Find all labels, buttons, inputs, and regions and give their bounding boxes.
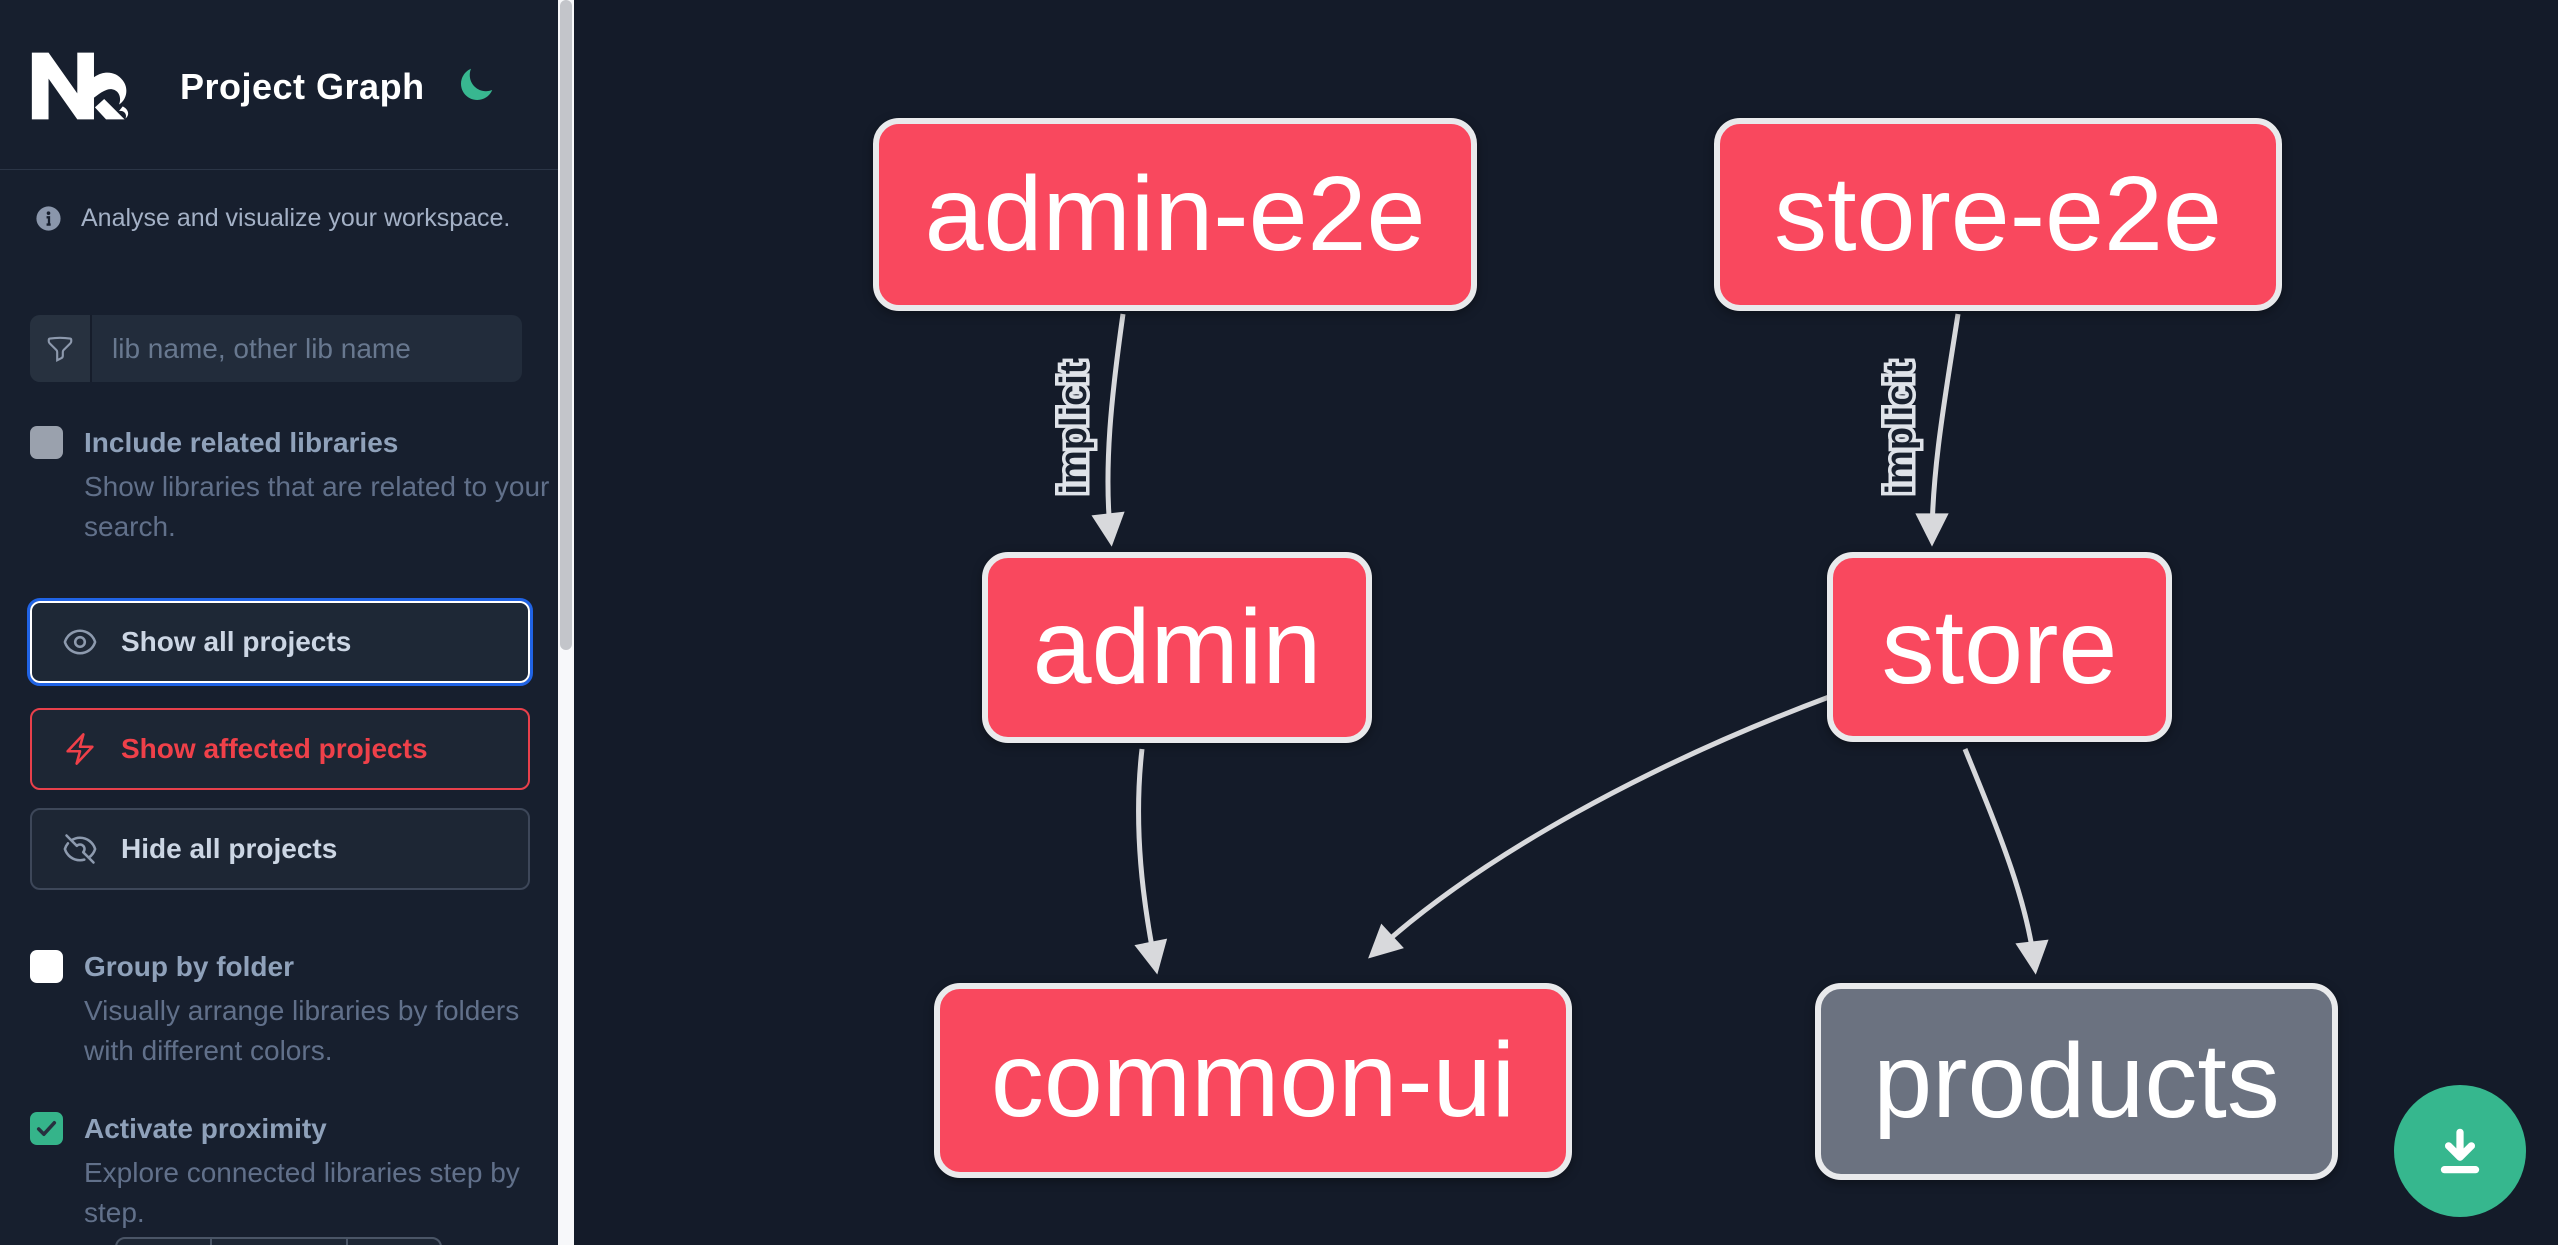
info-icon <box>36 206 61 231</box>
edge-admin-e2e-to-admin[interactable] <box>1091 313 1126 547</box>
proximity-decrement-button[interactable] <box>117 1239 212 1245</box>
theme-toggle-button[interactable] <box>448 58 504 114</box>
sidebar-scrollbar[interactable] <box>558 0 574 1245</box>
button-label: Hide all projects <box>121 833 338 864</box>
sidebar-header: Project Graph <box>0 0 558 170</box>
edge-store-to-products[interactable] <box>1962 748 2049 975</box>
nx-logo <box>31 52 129 120</box>
edge-store-to-common-ui[interactable] <box>1368 694 1830 959</box>
node-label: admin <box>1032 588 1322 706</box>
bolt-icon <box>66 733 94 765</box>
scrollbar-thumb[interactable] <box>560 0 572 650</box>
show-all-projects-button[interactable]: Show all projects <box>27 598 533 686</box>
graph-node-admin[interactable]: admin <box>982 552 1372 743</box>
toggle-label: Activate proximity <box>84 1113 327 1144</box>
graph-node-products[interactable]: products <box>1815 983 2338 1180</box>
funnel-icon <box>47 336 73 362</box>
download-graph-button[interactable] <box>2394 1085 2526 1217</box>
node-label: store-e2e <box>1774 155 2222 273</box>
search-box <box>30 315 522 382</box>
node-label: store <box>1881 587 2118 706</box>
workspace-intro: Analyse and visualize your workspace. <box>34 204 510 233</box>
node-label: common-ui <box>990 1021 1516 1139</box>
node-label: products <box>1873 1022 2280 1140</box>
checkbox-group-by-folder[interactable] <box>30 950 63 983</box>
show-affected-projects-button[interactable]: Show affected projects <box>30 708 530 790</box>
proximity-stepper <box>115 1237 442 1245</box>
hide-all-projects-button[interactable]: Hide all projects <box>30 808 530 890</box>
toggle-activate-proximity: Activate proximity Explore connected lib… <box>30 1110 530 1233</box>
toggle-description: Show libraries that are related to your … <box>84 471 550 542</box>
proximity-increment-button[interactable] <box>348 1239 440 1245</box>
search-input[interactable] <box>92 315 522 382</box>
eye-icon <box>63 629 97 655</box>
graph-node-store-e2e[interactable]: store-e2e <box>1714 118 2282 311</box>
proximity-value <box>212 1239 348 1245</box>
page-title: Project Graph <box>180 66 425 107</box>
download-icon <box>2440 1128 2480 1174</box>
graph-edges: implicit implicit <box>1050 313 2049 975</box>
edge-store-e2e-to-store[interactable] <box>1915 313 1961 547</box>
graph-canvas[interactable]: implicit implicit admin-e2e store-e2e ad… <box>574 0 2558 1245</box>
toggle-label: Group by folder <box>84 951 294 982</box>
intro-text: Analyse and visualize your workspace. <box>81 204 511 232</box>
graph-node-common-ui[interactable]: common-ui <box>934 983 1572 1178</box>
toggle-include-related: Include related libraries Show libraries… <box>30 424 549 547</box>
edge-admin-to-common-ui[interactable] <box>1134 748 1168 975</box>
toggle-label: Include related libraries <box>84 427 399 458</box>
check-icon <box>36 1121 57 1136</box>
toggle-description: Visually arrange libraries by folders wi… <box>84 995 520 1066</box>
checkbox-activate-proximity[interactable] <box>30 1112 63 1145</box>
node-label: admin-e2e <box>924 155 1426 273</box>
button-label: Show all projects <box>121 626 352 657</box>
button-label: Show affected projects <box>121 733 428 764</box>
graph-node-admin-e2e[interactable]: admin-e2e <box>873 118 1477 311</box>
graph-node-store[interactable]: store <box>1827 552 2172 742</box>
filter-icon-cell <box>30 315 92 382</box>
checkbox-include-related[interactable] <box>30 426 63 459</box>
sidebar: Project Graph Analyse and visualize your… <box>0 0 558 1245</box>
edge-label-implicit: implicit <box>1879 361 1921 494</box>
moon-icon <box>461 68 493 100</box>
eye-off-icon <box>63 834 97 864</box>
edge-label-implicit: implicit <box>1053 361 1095 494</box>
toggle-description: Explore connected libraries step by step… <box>84 1157 520 1228</box>
toggle-group-by-folder: Group by folder Visually arrange librari… <box>30 948 530 1071</box>
